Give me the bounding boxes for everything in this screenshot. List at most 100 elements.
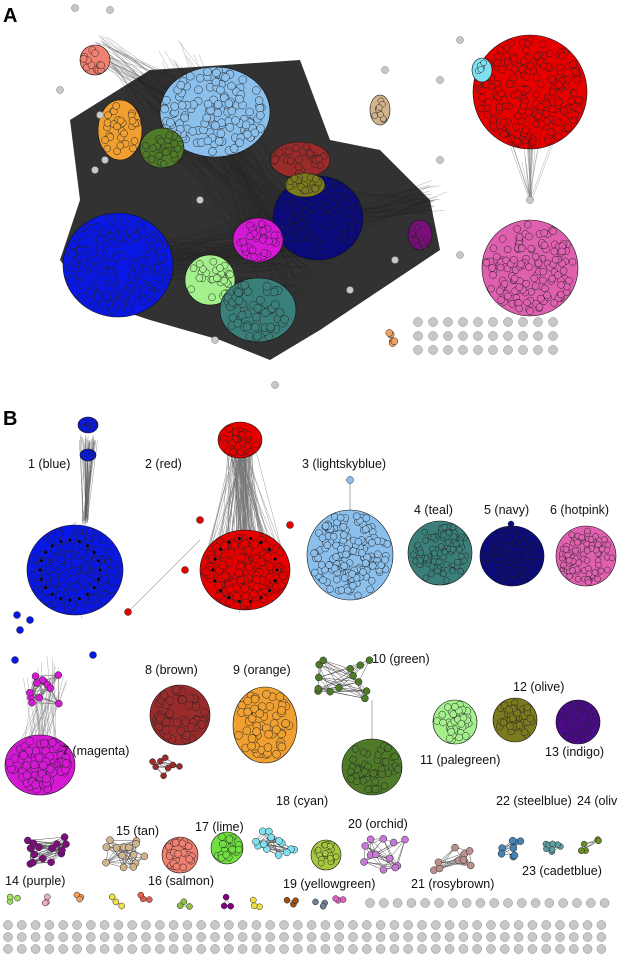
b-singleton-node	[210, 932, 220, 942]
b3-main-cluster	[306, 509, 394, 601]
b18-cluster	[252, 827, 298, 859]
b13-cluster-node	[592, 721, 600, 729]
b4-cluster-node	[434, 567, 441, 575]
b18-cluster-edge	[262, 831, 279, 856]
b15-cluster-edge	[106, 846, 134, 856]
a-cluster-lightskyblue-node	[166, 118, 175, 127]
a-outlier-node	[101, 156, 109, 164]
a-cluster-blue-node	[127, 293, 137, 303]
b1-inner-ring-node	[77, 596, 82, 601]
b2-main-cluster-node	[256, 557, 266, 567]
a-cluster-red-node	[526, 62, 535, 70]
a-cluster-red-node	[547, 75, 556, 83]
b18-cluster-node	[259, 840, 268, 848]
a-cluster-red-node	[534, 112, 542, 121]
b-singleton-node	[572, 898, 582, 908]
a-cluster-lightskyblue-node	[225, 123, 235, 132]
a-cluster-red-node	[509, 73, 517, 82]
b-singleton-node	[237, 932, 248, 942]
b3-main-cluster-node	[319, 576, 327, 584]
a-cluster-red-node	[502, 51, 511, 60]
b5-cluster-node	[500, 542, 508, 549]
b4-cluster-node	[429, 533, 437, 541]
cluster-label-11: 11 (palegreen)	[420, 753, 500, 767]
b20-cluster-edge	[383, 838, 396, 868]
b2-edges-edge	[234, 450, 255, 531]
b-tiny-component-1-node	[6, 893, 14, 901]
a-singleton-node	[428, 345, 438, 355]
b-singleton-node	[44, 932, 55, 942]
b1-outlier-node	[16, 626, 24, 634]
a-cluster-lightskyblue-node	[211, 121, 220, 130]
a-cluster-magenta-node	[265, 237, 273, 246]
b7-top-group-node	[28, 698, 36, 707]
a-cluster-tan	[369, 94, 391, 126]
a-cluster-red-node	[513, 137, 521, 146]
b-singleton-node	[155, 920, 165, 930]
b-singleton-node	[375, 920, 386, 930]
b18-cluster-node	[258, 827, 267, 836]
a-cluster-orange-node	[112, 102, 120, 110]
b14-cluster-node	[62, 840, 70, 848]
a-cluster-lightskyblue-node	[252, 86, 261, 95]
a-cluster-red-node	[536, 80, 545, 89]
b-singleton-node	[293, 944, 303, 954]
a-singleton-node	[473, 345, 483, 355]
b10-main-cluster-node	[346, 767, 355, 776]
a-cluster-blue-node	[96, 235, 105, 245]
b-singleton-node	[141, 920, 151, 930]
b-singleton-node	[544, 898, 555, 908]
b-singleton-node	[513, 920, 524, 930]
b7-top-group-edge	[35, 674, 59, 677]
b2-inner-ring-node	[237, 599, 242, 604]
b6-cluster-node	[560, 561, 567, 569]
b-tiny-component-7-node	[222, 893, 230, 901]
b4-cluster-node	[440, 570, 447, 578]
b-singleton-node	[196, 944, 206, 954]
a-cluster-red-node	[554, 118, 562, 126]
b17-cluster-node	[234, 845, 243, 854]
b24-cluster-node	[578, 847, 585, 854]
b4-cluster-node	[449, 546, 457, 553]
b-singleton-node	[348, 932, 358, 942]
b3-main-cluster-node	[367, 577, 376, 585]
b8-cluster-node	[162, 717, 171, 727]
a-cluster-blue-node	[76, 270, 85, 280]
a-cluster-hotpink-node	[500, 280, 509, 288]
b-singleton-node	[196, 920, 206, 930]
a-cluster-blue-node	[107, 259, 116, 268]
b4-cluster-node	[443, 561, 450, 568]
a-cluster-lightskyblue-node	[256, 111, 265, 120]
a-cluster-red-node	[571, 67, 580, 76]
b7-top-group-node	[46, 684, 55, 692]
a-cluster-navy-node	[290, 215, 299, 224]
b3-main-cluster-node	[318, 534, 327, 542]
a-cluster-hotpink-node	[482, 258, 491, 267]
a-cluster-orange-node	[103, 144, 112, 153]
a-cluster-red-node	[532, 90, 541, 99]
cluster-label-22: 22 (steelblue)	[496, 794, 572, 808]
b-singleton-node	[182, 944, 193, 954]
a-cluster-teal-node	[242, 322, 252, 332]
b16-cluster-node	[174, 850, 182, 858]
a-cluster-blue-node	[92, 255, 102, 264]
b-tiny-component-9-node	[292, 897, 299, 904]
b10-main-cluster-node	[351, 745, 360, 753]
a-cluster-teal-node	[280, 315, 289, 324]
a-cluster-lightskyblue-node	[250, 128, 260, 138]
b2-inner-ring-node	[211, 568, 215, 572]
b-singleton-node	[86, 944, 96, 954]
a-red-tail-edge	[531, 128, 537, 200]
b2-edges-edge	[237, 448, 246, 529]
b13-cluster-node	[566, 722, 574, 730]
a-outlier-node	[456, 36, 464, 44]
b11-cluster-node	[451, 702, 459, 711]
cluster-label-3: 3 (lightskyblue)	[302, 457, 386, 471]
a-cluster-blue-node	[107, 238, 117, 248]
a-cluster-red-node	[511, 65, 519, 73]
b8-cluster-node	[176, 726, 185, 736]
b-singleton-node	[417, 944, 427, 954]
b-singleton-node	[403, 944, 413, 954]
b12-cluster-node	[508, 714, 517, 723]
b2-outlier-node	[124, 608, 132, 616]
